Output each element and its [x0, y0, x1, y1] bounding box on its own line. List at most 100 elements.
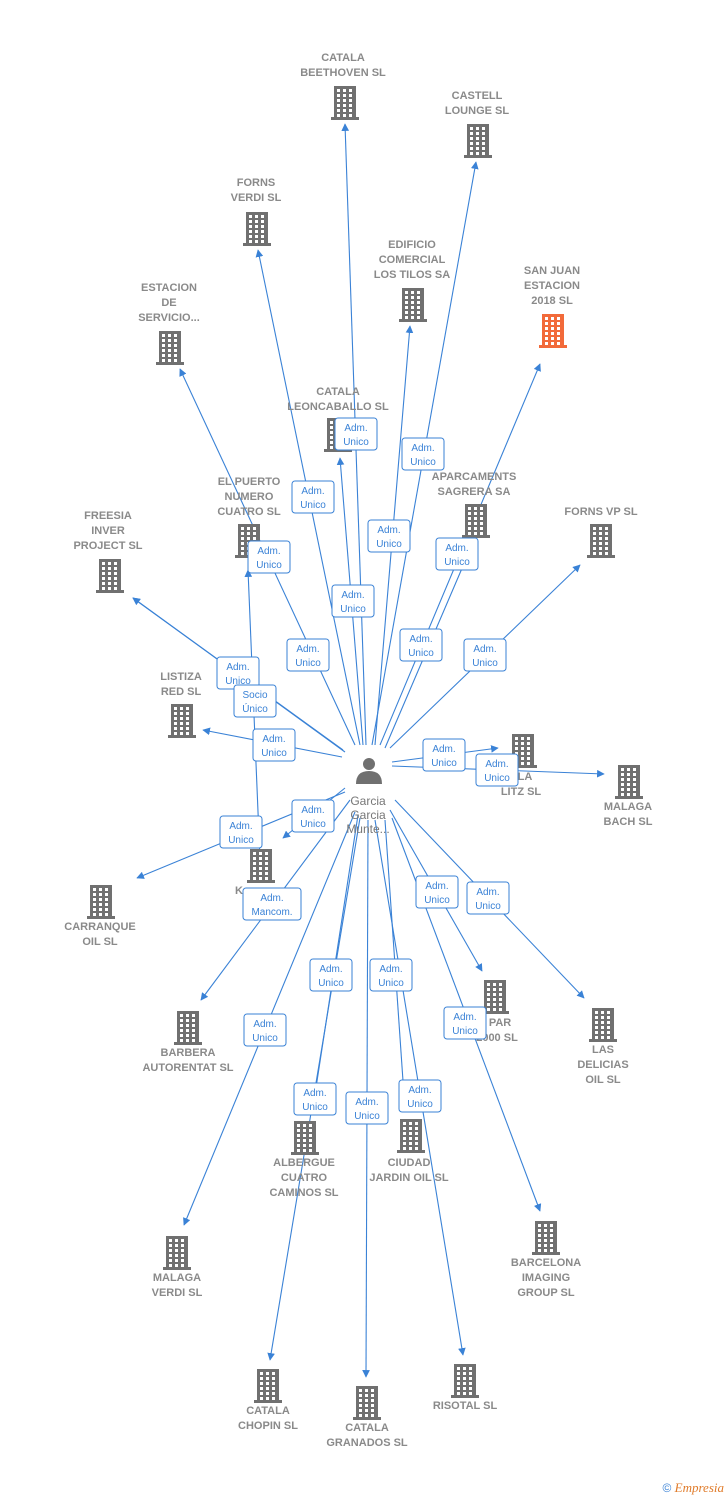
company-label: DE [161, 297, 176, 309]
person-name: Munte... [346, 822, 389, 836]
relation-label: Unico [256, 560, 282, 571]
company-node-estacion[interactable]: ESTACIONDESERVICIO... [138, 282, 200, 365]
company-label: CATALA [246, 1405, 290, 1417]
person-name: Garcia [350, 794, 386, 808]
relation-badge[interactable]: Adm.Unico [252, 728, 296, 762]
relation-badge[interactable]: Adm.Unico [219, 815, 263, 849]
relation-label: Adm. [476, 887, 499, 898]
relation-label: Adm. [379, 964, 402, 975]
building-icon [331, 86, 359, 120]
company-label: IMAGING [522, 1272, 570, 1284]
relation-label: Unico [408, 648, 434, 659]
building-icon [254, 1369, 282, 1403]
relation-label: Unico [300, 819, 326, 830]
relation-badge[interactable]: Adm.Mancom. [242, 887, 302, 921]
company-label: EDIFICIO [388, 239, 436, 251]
building-icon [399, 288, 427, 322]
company-label: AUTORENTAT SL [142, 1062, 233, 1074]
relation-label: Adm. [226, 662, 249, 673]
relation-badge[interactable]: Adm.Unico [309, 958, 353, 992]
relation-badge[interactable]: Adm.Unico [463, 638, 507, 672]
building-icon [462, 504, 490, 538]
relation-badge[interactable]: Adm.Unico [399, 628, 443, 662]
company-node-fornsvp[interactable]: FORNS VP SL [564, 506, 638, 558]
relation-badge[interactable]: Adm.Unico [475, 753, 519, 787]
relation-label: Adm. [260, 893, 283, 904]
company-node-k[interactable]: K [235, 849, 275, 897]
relation-badge[interactable]: Adm.Unico [422, 738, 466, 772]
relation-badge[interactable]: Adm.Unico [247, 540, 291, 574]
relation-label: Unico [484, 773, 510, 784]
center-person[interactable]: GarciaGarciaMunte... [346, 758, 390, 836]
relation-badge[interactable]: Adm.Unico [291, 480, 335, 514]
relation-badge[interactable]: Adm.Unico [286, 638, 330, 672]
relation-badge[interactable]: Adm.Unico [291, 799, 335, 833]
company-label: LEONCABALLO SL [287, 401, 389, 413]
relation-label: Adm. [355, 1097, 378, 1108]
company-label: OIL SL [585, 1074, 621, 1086]
relation-label: Único [242, 702, 268, 715]
relation-label: Unico [376, 539, 402, 550]
company-label: MALAGA [153, 1272, 201, 1284]
relation-label: Adm. [344, 423, 367, 434]
company-label: ESTACION [524, 280, 580, 292]
relation-label: Adm. [445, 543, 468, 554]
relation-badge[interactable]: Adm.Unico [369, 958, 413, 992]
relation-label: Adm. [262, 734, 285, 745]
person-icon [356, 758, 382, 784]
relation-label: Unico [343, 437, 369, 448]
building-icon [243, 212, 271, 246]
relation-badge[interactable]: Adm.Unico [401, 437, 445, 471]
relation-badge[interactable]: Adm. Unico [345, 1091, 389, 1125]
building-icon [481, 980, 509, 1014]
copyright-symbol: © [662, 1481, 672, 1495]
relation-label: Unico [318, 978, 344, 989]
relation-badge[interactable]: Adm.Unico [415, 875, 459, 909]
building-icon [174, 1011, 202, 1045]
company-label: CATALA [316, 386, 360, 398]
brand-name: Empresia [674, 1480, 724, 1495]
relation-label: Adm. [408, 1085, 431, 1096]
footer-brand[interactable]: © Empresia [662, 1480, 724, 1496]
relation-badge[interactable]: Adm.Unico [466, 881, 510, 915]
relation-badge[interactable]: Adm.Unico [367, 519, 411, 553]
relation-badge[interactable]: Adm.Unico [216, 656, 260, 690]
relation-label: Unico [354, 1111, 380, 1122]
company-node-risotal[interactable]: RISOTAL SL [433, 1364, 498, 1412]
company-label: I PAR [483, 1017, 512, 1029]
relation-badge[interactable]: Adm.Unico [435, 537, 479, 571]
relation-badge[interactable]: Adm.Unico [443, 1006, 487, 1040]
relation-badge[interactable]: Adm.Unico [293, 1082, 337, 1116]
company-label: 2018 SL [531, 295, 573, 307]
company-label: PROJECT SL [73, 540, 142, 552]
building-icon [96, 559, 124, 593]
building-icon [87, 885, 115, 919]
relation-badge[interactable]: Adm.Unico [398, 1079, 442, 1113]
relation-label: Unico [410, 457, 436, 468]
relation-badge[interactable]: Adm. Unico [334, 417, 378, 451]
relation-badge[interactable]: Adm.Unico [243, 1013, 287, 1047]
relation-badge[interactable]: Adm.Unico [331, 584, 375, 618]
company-label: BEETHOVEN SL [300, 67, 386, 79]
